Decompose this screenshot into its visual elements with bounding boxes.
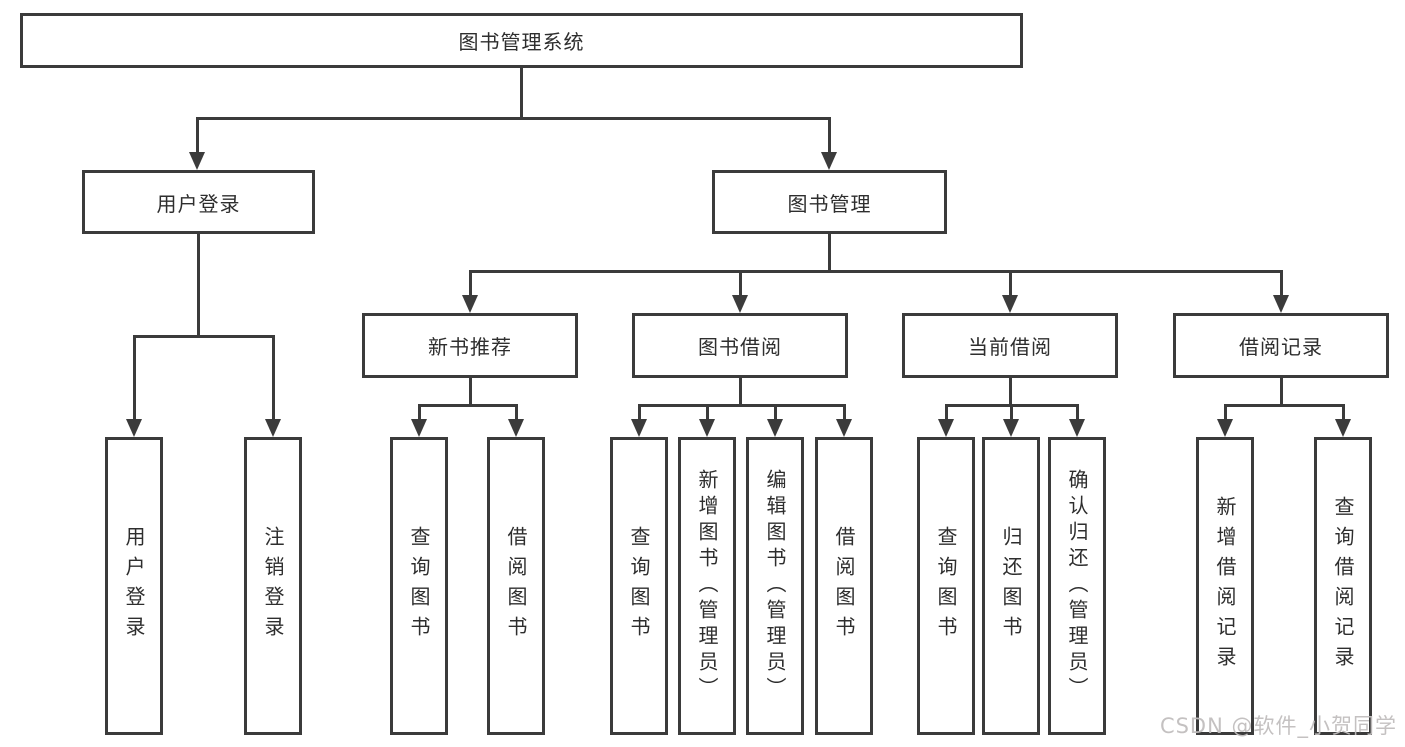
leaf-borrow-books-2: 借阅图书	[815, 437, 873, 735]
connector-arrow-stub	[468, 271, 472, 299]
leaf-add-book-admin: 新增图书（管理员）	[678, 437, 736, 735]
connector-arrow-stub	[132, 336, 136, 423]
leaf-label: 新增借阅记录	[1213, 496, 1237, 676]
connector-arrowhead	[189, 152, 205, 170]
leaf-add-borrow-record: 新增借阅记录	[1196, 437, 1254, 735]
connector-arrow-stub	[705, 405, 709, 423]
connector-arrow-stub	[738, 271, 742, 299]
connector-arrow-stub	[1075, 405, 1079, 423]
connector-hline	[468, 269, 1283, 273]
leaf-query-books-3: 查询图书	[917, 437, 975, 735]
connector-arrowhead	[1069, 419, 1085, 437]
connector-vline	[827, 232, 831, 273]
connector-arrow-stub	[1223, 405, 1227, 423]
connector-vline	[519, 66, 523, 120]
connector-arrow-stub	[944, 405, 948, 423]
connector-arrow-stub	[514, 405, 518, 423]
connector-vline	[468, 376, 472, 407]
leaf-edit-book-admin: 编辑图书（管理员）	[746, 437, 804, 735]
connector-arrowhead	[265, 419, 281, 437]
connector-hline	[417, 403, 518, 407]
node-book-borrow: 图书借阅	[632, 313, 848, 378]
leaf-label: 注销登录	[261, 526, 285, 646]
node-user-login: 用户登录	[82, 170, 315, 234]
leaf-label: 查询图书	[934, 526, 958, 646]
connector-vline	[1008, 376, 1012, 407]
connector-hline	[637, 403, 846, 407]
leaf-label: 编辑图书（管理员）	[763, 469, 787, 703]
node-library-management-system: 图书管理系统	[20, 13, 1023, 68]
leaf-label: 查询图书	[407, 526, 431, 646]
connector-hline	[132, 334, 275, 338]
connector-arrow-stub	[773, 405, 777, 423]
connector-arrowhead	[462, 295, 478, 313]
connector-arrowhead	[821, 152, 837, 170]
connector-arrow-stub	[417, 405, 421, 423]
leaf-label: 查询图书	[627, 526, 651, 646]
connector-arrowhead	[631, 419, 647, 437]
connector-arrowhead	[126, 419, 142, 437]
node-book-management: 图书管理	[712, 170, 947, 234]
node-label: 当前借阅	[968, 335, 1052, 359]
node-label: 新书推荐	[428, 335, 512, 359]
csdn-watermark: CSDN @软件_小贺同学	[1159, 714, 1397, 738]
connector-arrow-stub	[842, 405, 846, 423]
connector-arrowhead	[1273, 295, 1289, 313]
connector-arrowhead	[1003, 419, 1019, 437]
leaf-label: 确认归还（管理员）	[1065, 469, 1089, 703]
leaf-borrow-books-1: 借阅图书	[487, 437, 545, 735]
connector-arrow-stub	[1341, 405, 1345, 423]
connector-arrowhead	[1217, 419, 1233, 437]
leaf-user-login: 用户登录	[105, 437, 163, 735]
node-label: 借阅记录	[1239, 335, 1323, 359]
node-label: 图书借阅	[698, 335, 782, 359]
connector-arrow-stub	[1009, 405, 1013, 423]
connector-vline	[1279, 376, 1283, 407]
node-label: 用户登录	[156, 191, 241, 216]
leaf-label: 查询借阅记录	[1331, 496, 1355, 676]
leaf-query-books-1: 查询图书	[390, 437, 448, 735]
leaf-logout: 注销登录	[244, 437, 302, 735]
leaf-confirm-return-admin: 确认归还（管理员）	[1048, 437, 1106, 735]
leaf-label: 借阅图书	[832, 526, 856, 646]
connector-arrowhead	[732, 295, 748, 313]
connector-arrowhead	[508, 419, 524, 437]
leaf-label: 新增图书（管理员）	[695, 469, 719, 703]
connector-arrow-stub	[271, 336, 275, 423]
node-new-book-recommend: 新书推荐	[362, 313, 578, 378]
connector-arrowhead	[699, 419, 715, 437]
connector-vline	[196, 232, 200, 338]
node-borrow-records: 借阅记录	[1173, 313, 1389, 378]
node-label: 图书管理	[787, 191, 872, 216]
connector-arrowhead	[767, 419, 783, 437]
connector-arrowhead	[1335, 419, 1351, 437]
leaf-query-books-2: 查询图书	[610, 437, 668, 735]
leaf-label: 用户登录	[122, 526, 146, 646]
connector-arrow-stub	[195, 118, 199, 156]
node-label: 图书管理系统	[458, 30, 585, 54]
leaf-label: 归还图书	[999, 526, 1023, 646]
connector-arrowhead	[836, 419, 852, 437]
connector-arrowhead	[411, 419, 427, 437]
connector-arrow-stub	[1008, 271, 1012, 299]
connector-arrowhead	[1002, 295, 1018, 313]
connector-arrow-stub	[827, 118, 831, 156]
connector-arrow-stub	[637, 405, 641, 423]
leaf-label: 借阅图书	[504, 526, 528, 646]
leaf-return-books: 归还图书	[982, 437, 1040, 735]
leaf-query-borrow-record: 查询借阅记录	[1314, 437, 1372, 735]
node-current-borrow: 当前借阅	[902, 313, 1118, 378]
connector-hline	[195, 116, 831, 120]
connector-arrow-stub	[1279, 271, 1283, 299]
connector-hline	[1223, 403, 1345, 407]
connector-arrowhead	[938, 419, 954, 437]
connector-vline	[738, 376, 742, 407]
